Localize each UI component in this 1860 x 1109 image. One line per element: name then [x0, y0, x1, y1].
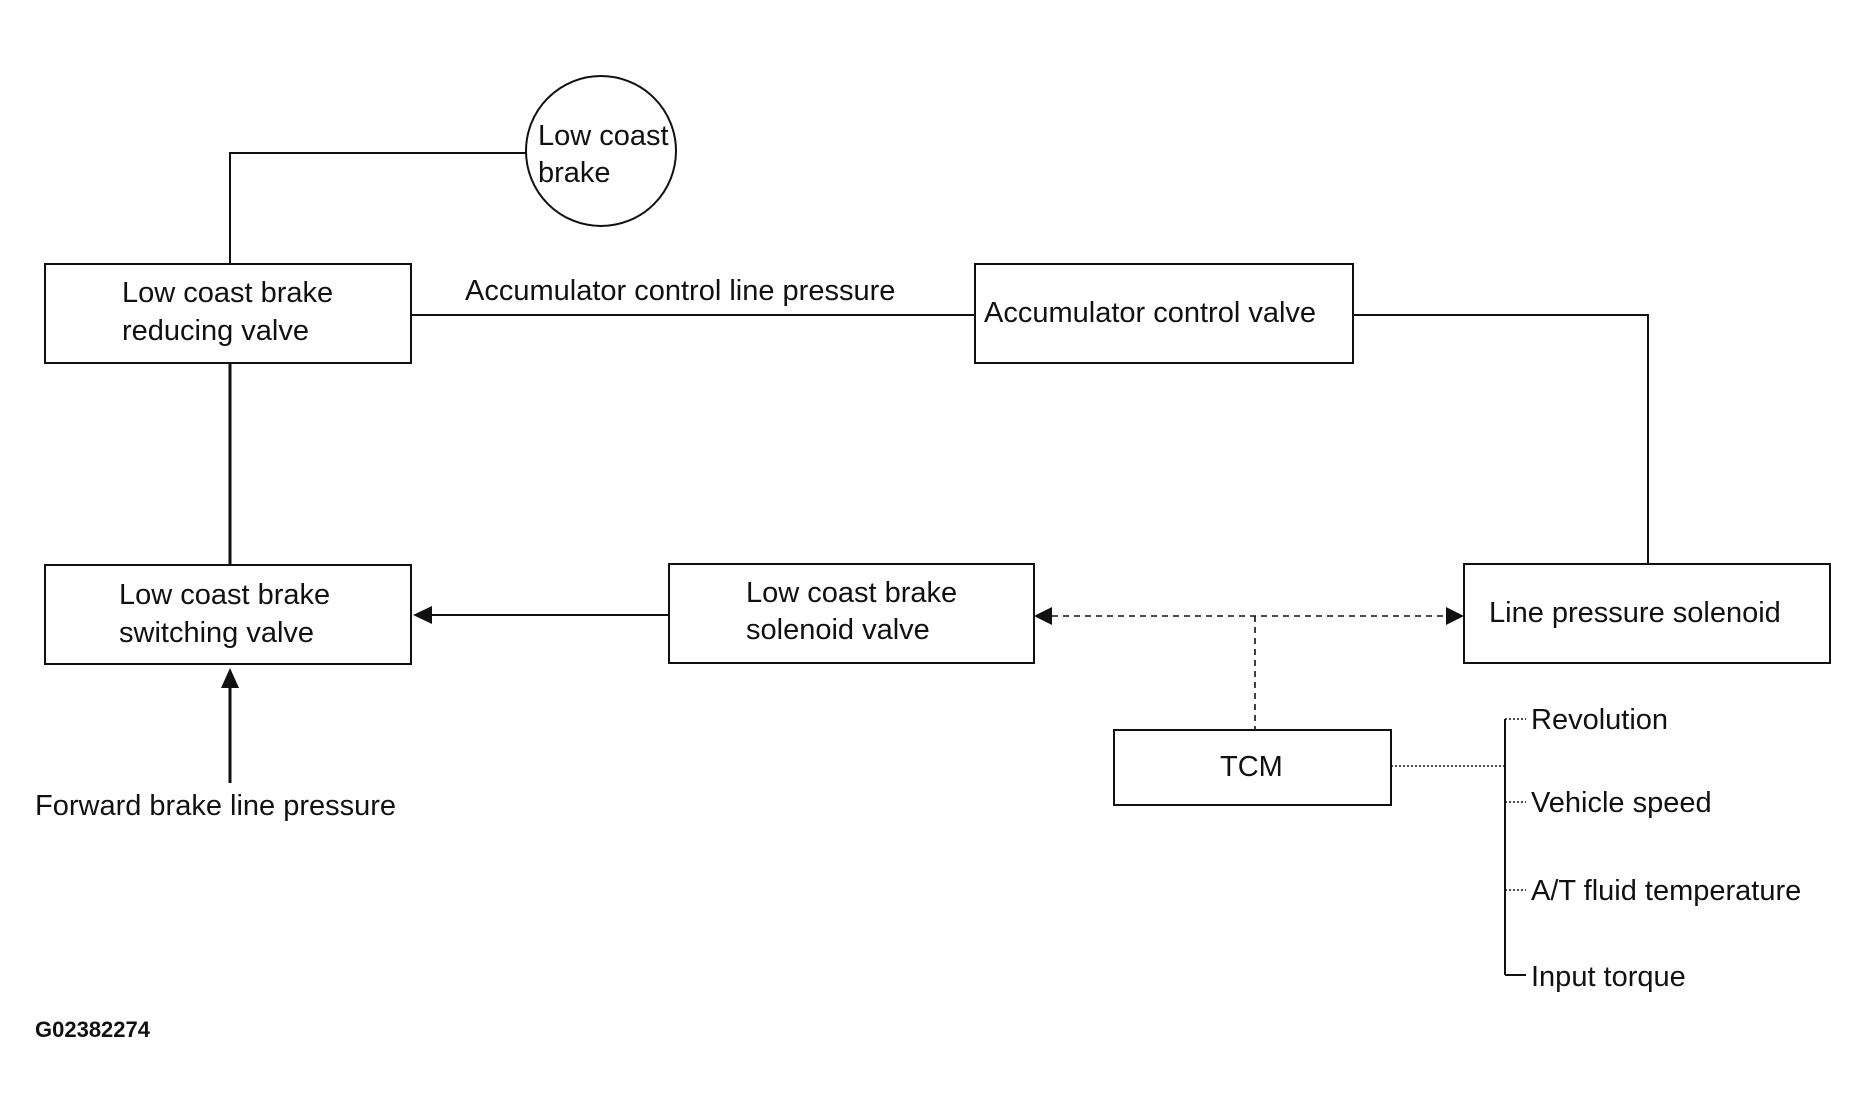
switching-valve-line2: switching valve — [119, 617, 314, 649]
low-coast-brake-line1: Low coast — [538, 120, 669, 152]
reducing-valve-node: Low coast brake reducing valve — [44, 263, 412, 364]
reducing-valve-line2: reducing valve — [122, 315, 309, 347]
connector-brake-to-reducing-valve — [229, 152, 528, 264]
line-pressure-solenoid-label: Line pressure solenoid — [1489, 597, 1781, 629]
line-pressure-solenoid-node: Line pressure solenoid — [1463, 563, 1831, 664]
connector-accumulator-to-line-pressure-solenoid — [1353, 314, 1649, 564]
low-coast-brake-line2: brake — [538, 157, 611, 189]
solenoid-valve-line2: solenoid valve — [746, 614, 930, 646]
solenoid-valve-node: Low coast brake solenoid valve — [668, 563, 1035, 664]
tcm-node: TCM — [1113, 729, 1392, 806]
tcm-input-revolution: Revolution — [1531, 704, 1668, 736]
arrowhead-into-switching-valve — [413, 606, 432, 624]
figure-id: G02382274 — [35, 1017, 151, 1042]
accumulator-control-valve-label: Accumulator control valve — [984, 297, 1316, 329]
accumulator-line-pressure-label: Accumulator control line pressure — [465, 275, 895, 307]
tcm-input-vehicle-speed: Vehicle speed — [1531, 787, 1712, 819]
tcm-label: TCM — [1220, 751, 1283, 783]
tcm-input-fluid-temperature: A/T fluid temperature — [1531, 875, 1801, 907]
switching-valve-line1: Low coast brake — [119, 579, 330, 611]
forward-brake-line-pressure-label: Forward brake line pressure — [35, 790, 396, 822]
solenoid-valve-line1: Low coast brake — [746, 577, 957, 609]
arrowhead-to-line-pressure-solenoid — [1446, 607, 1464, 625]
arrowhead-up-into-switching-valve — [221, 668, 239, 688]
reducing-valve-line1: Low coast brake — [122, 277, 333, 309]
low-coast-brake-node: Low coast brake — [525, 75, 677, 227]
accumulator-control-valve-node: Accumulator control valve — [974, 263, 1354, 364]
arrowhead-to-solenoid-valve — [1034, 607, 1052, 625]
switching-valve-node: Low coast brake switching valve — [44, 564, 412, 665]
tcm-input-input-torque: Input torque — [1531, 961, 1686, 993]
